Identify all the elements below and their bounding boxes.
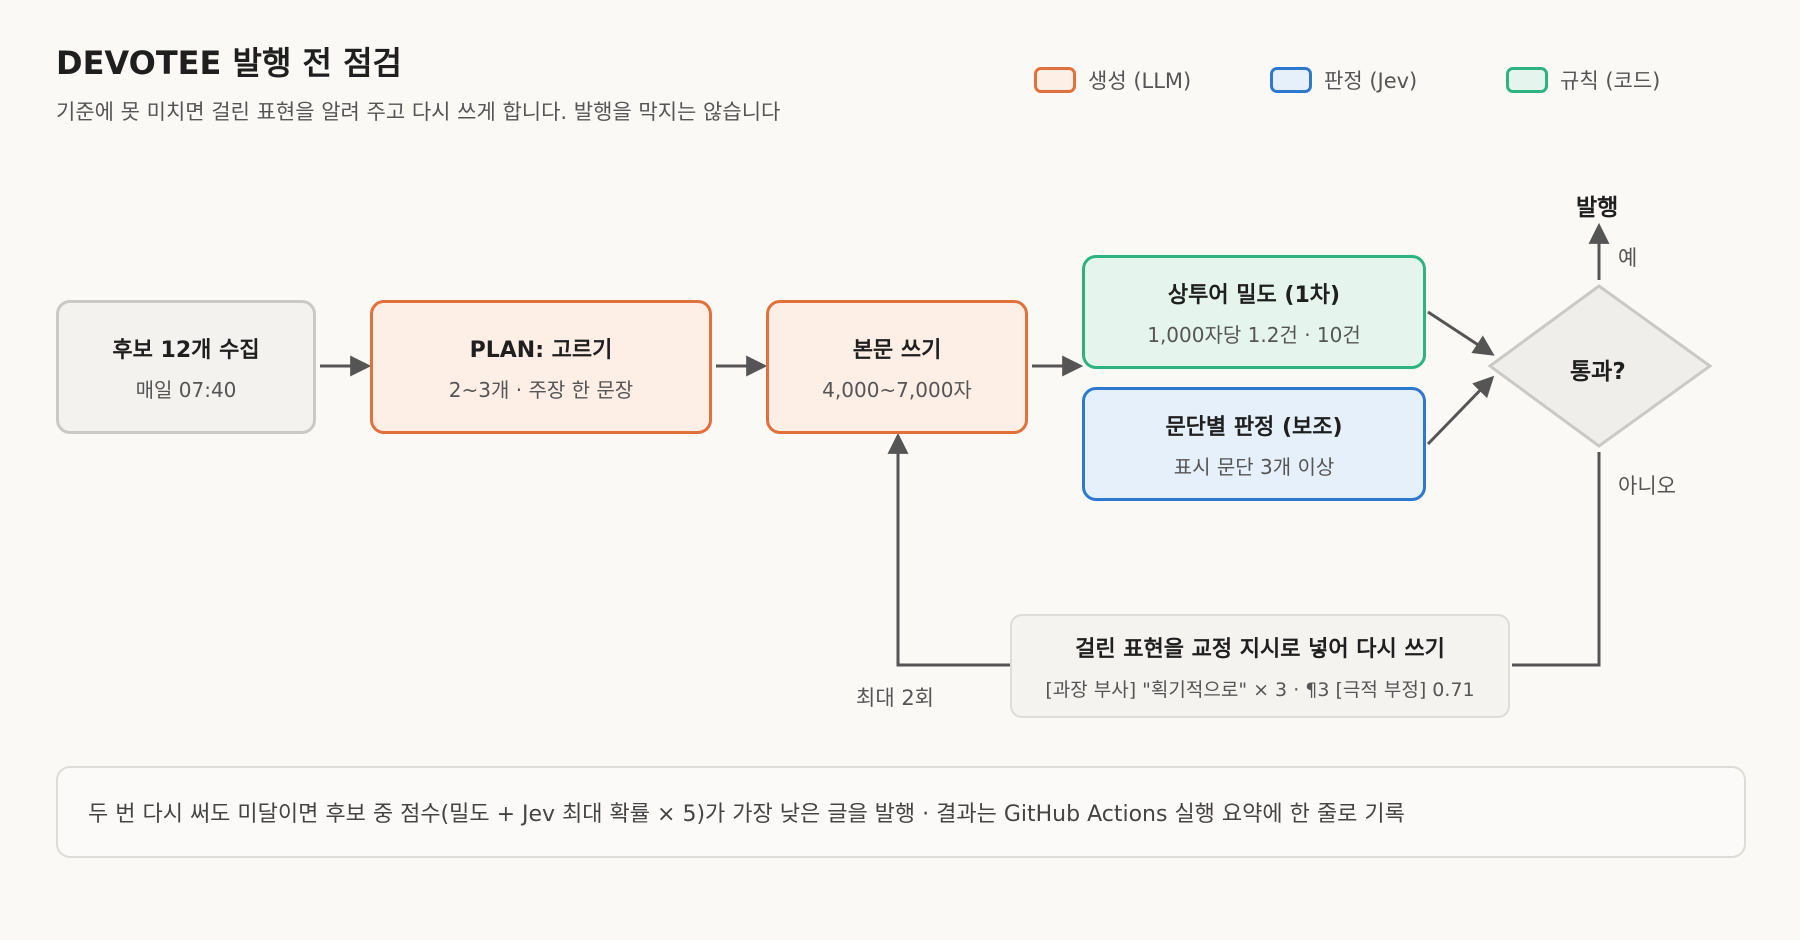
legend-swatch-judgment xyxy=(1270,67,1312,93)
node-paragraph-title: 문단별 판정 (보조) xyxy=(1165,414,1343,440)
footer-note: 두 번 다시 써도 미달이면 후보 중 점수(밀도 + Jev 최대 확률 × … xyxy=(56,766,1746,858)
node-collect-title: 후보 12개 수집 xyxy=(112,337,260,363)
edge-density-to-decision xyxy=(1427,310,1495,356)
legend-swatch-generation xyxy=(1034,67,1076,93)
node-collect-candidates: 후보 12개 수집 매일 07:40 xyxy=(56,300,316,434)
node-collect-sub: 매일 07:40 xyxy=(135,377,237,402)
node-plan-sub: 2~3개 · 주장 한 문장 xyxy=(448,377,634,402)
footer-note-text: 두 번 다시 써도 미달이면 후보 중 점수(밀도 + Jev 최대 확률 × … xyxy=(88,802,1405,827)
node-feedback-sub: [과장 부사] "획기적으로" × 3 · ¶3 [극적 부정] 0.71 xyxy=(1045,678,1475,701)
node-density-title: 상투어 밀도 (1차) xyxy=(1167,282,1341,308)
node-density-sub: 1,000자당 1.2건 · 10건 xyxy=(1147,322,1361,347)
node-cliche-density: 상투어 밀도 (1차) 1,000자당 1.2건 · 10건 xyxy=(1082,255,1426,369)
legend-label-rule: 규칙 (코드) xyxy=(1560,69,1661,93)
edge-label-no: 아니오 xyxy=(1618,474,1676,498)
node-plan: PLAN: 고르기 2~3개 · 주장 한 문장 xyxy=(370,300,712,434)
node-rewrite-feedback: 걸린 표현을 교정 지시로 넣어 다시 쓰기 [과장 부사] "획기적으로" ×… xyxy=(1010,614,1510,718)
page-subtitle: 기준에 못 미치면 걸린 표현을 알려 주고 다시 쓰게 합니다. 발행을 막지… xyxy=(56,100,781,124)
publish-label: 발행 xyxy=(1576,195,1619,221)
legend-label-generation: 생성 (LLM) xyxy=(1088,69,1192,93)
node-feedback-title: 걸린 표현을 교정 지시로 넣어 다시 쓰기 xyxy=(1075,636,1445,662)
edge-label-yes: 예 xyxy=(1618,246,1638,270)
node-write-title: 본문 쓰기 xyxy=(852,337,942,363)
legend-item-generation: 생성 (LLM) xyxy=(1034,60,1191,100)
edge-feedback-to-write xyxy=(887,432,1010,667)
node-write-body: 본문 쓰기 4,000~7,000자 xyxy=(766,300,1028,434)
legend-label-judgment: 판정 (Jev) xyxy=(1324,69,1418,93)
edge-paragraph-to-decision xyxy=(1426,375,1495,446)
legend-swatch-rule xyxy=(1506,67,1548,93)
legend-item-rule: 규칙 (코드) xyxy=(1506,60,1660,100)
decision-diamond xyxy=(1487,284,1713,448)
node-plan-title: PLAN: 고르기 xyxy=(469,337,613,363)
edge-label-max-retry: 최대 2회 xyxy=(856,686,934,710)
page-title: DEVOTEE 발행 전 점검 xyxy=(56,44,402,82)
node-paragraph-judgment: 문단별 판정 (보조) 표시 문단 3개 이상 xyxy=(1082,387,1426,501)
node-write-sub: 4,000~7,000자 xyxy=(822,377,972,402)
decision-label: 통과? xyxy=(1570,359,1626,385)
edge-decision-to-feedback xyxy=(1512,452,1601,667)
node-paragraph-sub: 표시 문단 3개 이상 xyxy=(1173,454,1335,479)
legend-item-judgment: 판정 (Jev) xyxy=(1270,60,1417,100)
